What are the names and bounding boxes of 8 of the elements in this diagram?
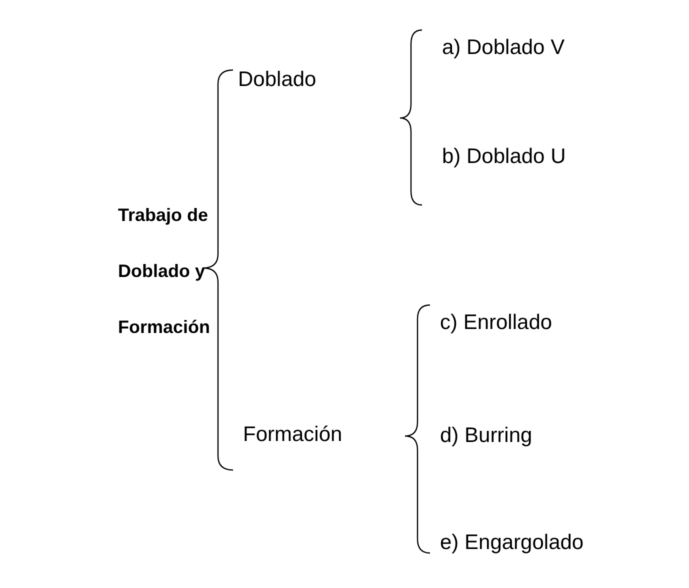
category-text: Doblado <box>238 67 316 93</box>
category-text: Formación <box>243 422 342 448</box>
item-text: b) Doblado U <box>442 144 566 170</box>
item-text: e) Engargolado <box>440 530 584 556</box>
item-text: c) Enrollado <box>440 310 552 336</box>
item-text: d) Burring <box>440 423 532 449</box>
item-text: a) Doblado V <box>442 35 565 61</box>
main-topic-text: Trabajo de Doblado y Formación <box>118 204 212 339</box>
